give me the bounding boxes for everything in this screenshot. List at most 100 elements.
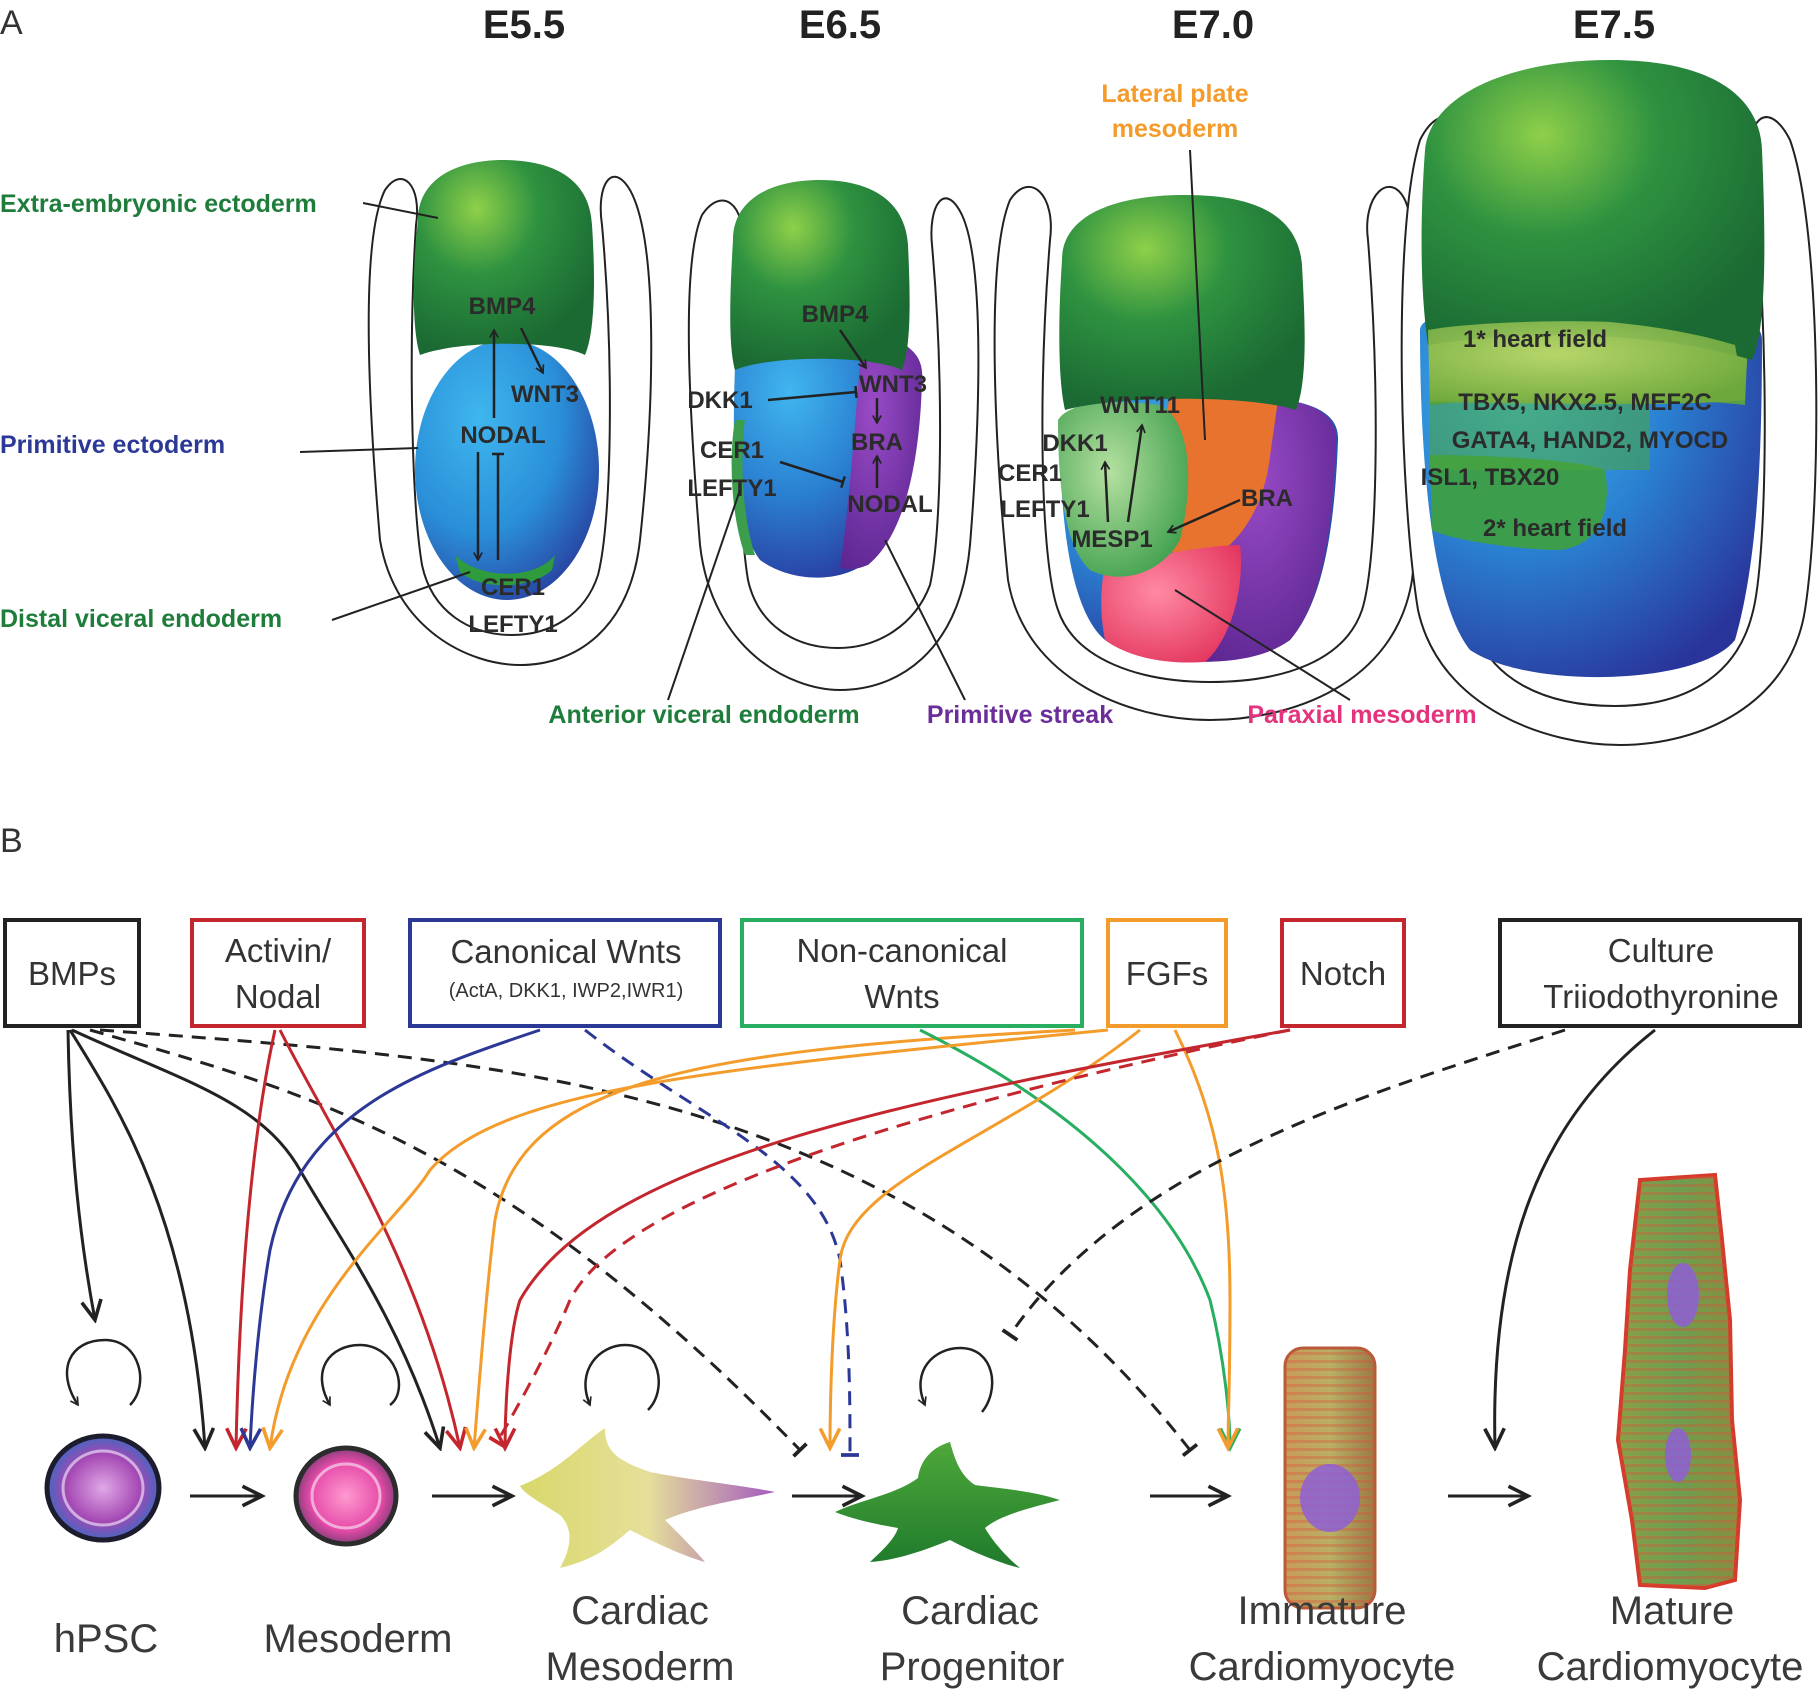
noncanonical-to-cardiac-mesoderm (474, 1028, 1076, 1448)
e65-bmp4-to-wnt3-arrow (838, 329, 868, 368)
progenitor-self-renewal-loop (920, 1346, 994, 1413)
culture-to-mature (1495, 1028, 1656, 1448)
regulatory-connections (66, 1028, 1656, 1458)
hpsc-label: hPSC (54, 1617, 159, 1661)
canonical-wnts-to-mesoderm (250, 1028, 541, 1448)
cell-immature-cardiomyocyte (1283, 1346, 1377, 1610)
bmps-to-mesoderm (68, 1029, 205, 1448)
e65-cer1-inhibits-nodal (779, 460, 847, 489)
panel-b-label: B (0, 822, 23, 860)
cardiac-progenitor-label-line1: Cardiac (901, 1589, 1039, 1633)
panel-a-label: A (0, 4, 23, 42)
e65-bmp4: BMP4 (802, 301, 869, 328)
e70-mesp1: MESP1 (1071, 526, 1152, 553)
e70-mesp1-to-dkk1-arrow (1105, 462, 1108, 523)
bmps-label: BMPs (28, 955, 116, 992)
noncanonical-label-line1: Non-canonical (797, 932, 1008, 969)
activin-to-mesoderm (236, 1029, 277, 1448)
lateral-plate-mesoderm-line2: mesoderm (1112, 115, 1238, 143)
bmps-to-cardiac-mesoderm (71, 1028, 440, 1448)
cardiac-mesoderm-label-line1: Cardiac (571, 1589, 709, 1633)
extra-embryonic-leader-line (362, 202, 439, 219)
lateral-plate-leader-line (1189, 149, 1206, 441)
extra-embryonic-ectoderm-label: Extra-embryonic ectoderm (0, 190, 317, 218)
e70-dkk1: DKK1 (1042, 430, 1107, 457)
e65-dkk1-inhibits-wnt3 (767, 385, 858, 402)
embryo-e70: Lateral plate mesoderm WNT11 DKK1 CER1 L… (993, 80, 1425, 722)
e75-genes-line3: ISL1, TBX20 (1421, 464, 1560, 491)
culture-inhibit-progenitor-loop (1001, 1028, 1566, 1342)
notch-inhibit-cardiac-mesoderm (488, 1028, 1291, 1449)
e55-cer1: CER1 (481, 574, 545, 601)
e65-bra: BRA (851, 429, 903, 456)
e70-cer1: CER1 (998, 460, 1062, 487)
e75-genes-line2: GATA4, HAND2, MYOCD (1452, 427, 1728, 454)
distal-visceral-leader-line (331, 571, 471, 621)
distal-visceral-endoderm-label: Distal viceral endoderm (0, 605, 282, 633)
noncanonical-label-line2: Wnts (864, 978, 939, 1015)
signal-box-bmps: BMPs (3, 918, 141, 1028)
cell-mesoderm (293, 1445, 399, 1547)
e55-wnt3: WNT3 (511, 381, 579, 408)
e55-lefty1: LEFTY1 (468, 611, 557, 638)
e70-bra: BRA (1241, 485, 1293, 512)
embryo-e75: 1* heart field TBX5, NKX2.5, MEF2C GATA4… (1400, 60, 1818, 747)
anterior-visceral-leader-line (667, 489, 741, 701)
e70-wnt11: WNT11 (1100, 392, 1180, 419)
e70-lefty1: LEFTY1 (1000, 496, 1089, 523)
cardiac-progenitor-label-line2: Progenitor (880, 1645, 1065, 1689)
mesoderm-self-renewal-loop (320, 1343, 401, 1405)
paraxial-mesoderm-label: Paraxial mesoderm (1247, 701, 1476, 729)
self-renewal-loops (65, 1338, 994, 1413)
cardiac-mesoderm-self-renewal-loop (585, 1343, 661, 1411)
e75-genes-line1: TBX5, NKX2.5, MEF2C (1458, 389, 1711, 416)
bmps-inhibit-progenitor (89, 1028, 808, 1458)
signal-box-notch: Notch (1280, 918, 1406, 1028)
e65-dkk1: DKK1 (687, 387, 752, 414)
culture-label-line1: Culture (1608, 932, 1714, 969)
signal-box-fgfs: FGFs (1106, 918, 1228, 1028)
e55-nodal: NODAL (460, 422, 545, 449)
immature-cardiomyocyte-label-line2: Cardiomyocyte (1189, 1645, 1456, 1689)
e55-bmp4-to-wnt3-arrow (519, 327, 543, 373)
stage-e75-label: E7.5 (1573, 3, 1655, 47)
e65-nodal: NODAL (847, 491, 932, 518)
embryo-e55: BMP4 WNT3 NODAL CER1 LEFTY1 (367, 160, 653, 667)
fgfs-to-immature (1173, 1029, 1230, 1448)
stage-e65-label: E6.5 (799, 3, 881, 47)
signal-box-canonical-wnts: Canonical Wnts (ActA, DKK1, IWP2,IWR1) (408, 918, 722, 1028)
lateral-plate-mesoderm-line1: Lateral plate (1101, 80, 1248, 108)
activin-to-cardiac-mesoderm (278, 1029, 460, 1448)
fgfs-label: FGFs (1126, 955, 1208, 992)
e55-bmp4: BMP4 (469, 293, 536, 320)
first-heart-field-label: 1* heart field (1463, 326, 1607, 353)
cell-cardiac-progenitor (835, 1442, 1060, 1568)
fgfs-to-mesoderm (270, 1028, 1109, 1448)
bmps-to-hpsc (66, 1029, 95, 1320)
e65-wnt3: WNT3 (859, 371, 927, 398)
cell-hpsc (44, 1433, 162, 1543)
anterior-visceral-endoderm-label: Anterior viceral endoderm (548, 701, 859, 729)
activin-label-line2: Nodal (235, 978, 321, 1015)
stage-e70-label: E7.0 (1172, 3, 1254, 47)
cardiac-mesoderm-label-line2: Mesoderm (546, 1645, 735, 1689)
signal-box-noncanonical-wnts: Non-canonical Wnts (740, 918, 1084, 1028)
signal-box-culture: Culture Triiodothyronine (1498, 918, 1802, 1028)
e65-lefty1: LEFTY1 (687, 475, 776, 502)
primitive-streak-leader-line (884, 539, 966, 701)
fgfs-to-progenitor (830, 1028, 1141, 1448)
primitive-ectoderm-leader-line (299, 447, 419, 453)
stage-e55-label: E5.5 (483, 3, 565, 47)
activin-label-line1: Activin/ (225, 932, 332, 969)
cell-mature-cardiomyocyte (1615, 1172, 1743, 1591)
paraxial-mesoderm-leader-line (1174, 589, 1351, 701)
primitive-ectoderm-label: Primitive ectoderm (0, 431, 225, 459)
primitive-streak-label: Primitive streak (927, 701, 1113, 729)
hpsc-self-renewal-loop (65, 1338, 142, 1405)
cell-cardiac-mesoderm (520, 1428, 775, 1568)
canonical-wnts-label: Canonical Wnts (450, 933, 681, 970)
second-heart-field-label: 2* heart field (1483, 515, 1627, 542)
e70-bra-to-mesp1-arrow (1168, 498, 1241, 532)
signal-box-activin-nodal: Activin/ Nodal (190, 918, 366, 1028)
